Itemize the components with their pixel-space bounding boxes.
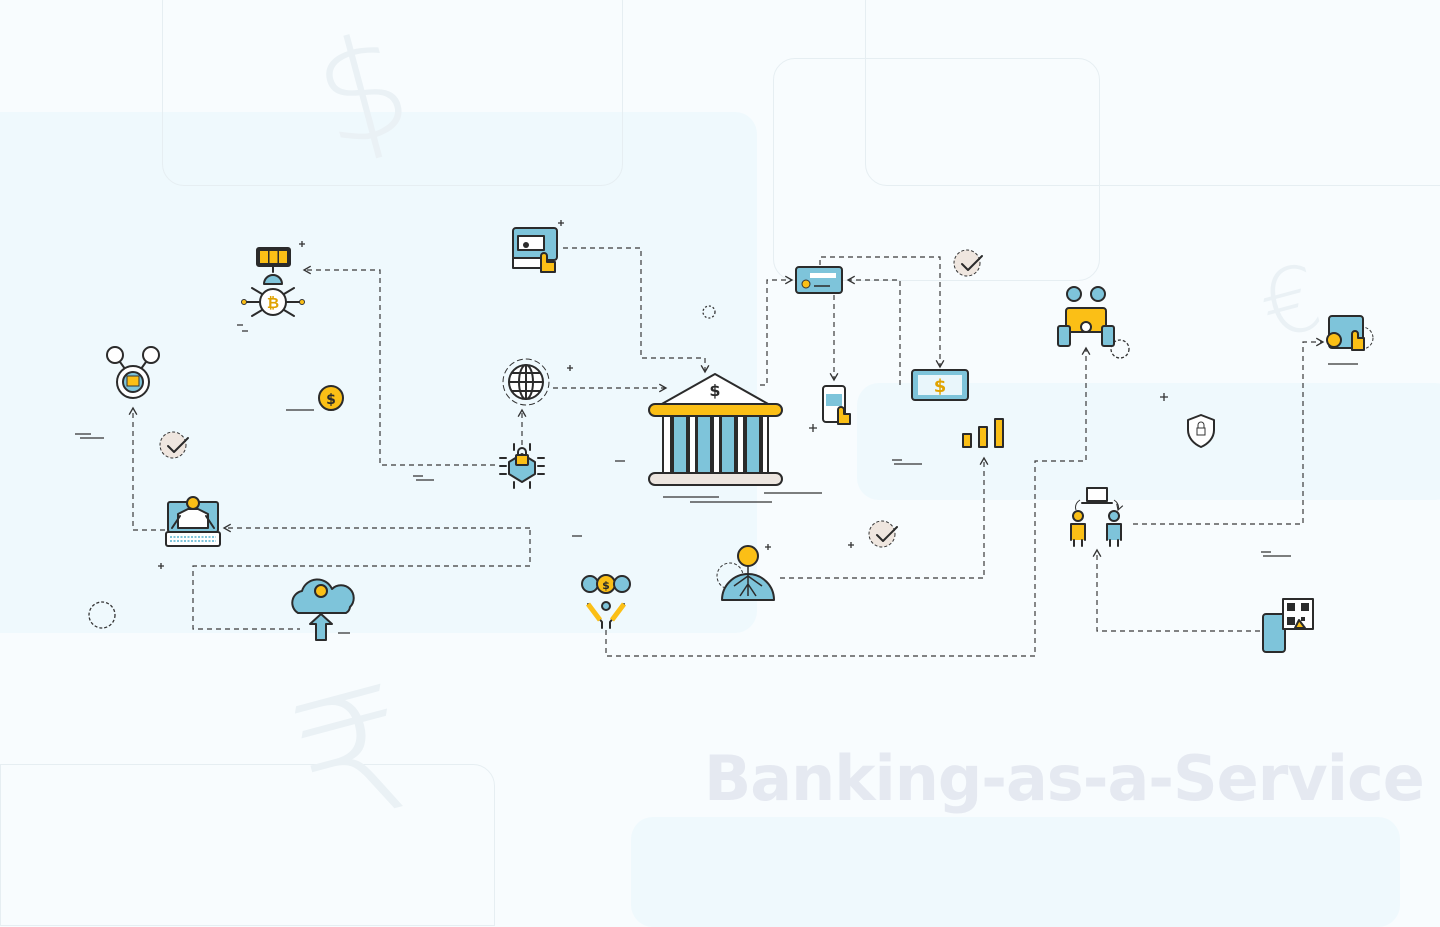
check-icon (159, 431, 189, 459)
credit-card-icon[interactable] (795, 266, 843, 294)
cash-bill-icon[interactable]: $ (911, 369, 969, 401)
globe-icon[interactable] (502, 358, 550, 406)
coin-dollar-symbol: $ (326, 392, 336, 408)
money-dollar-symbol: $ (602, 579, 610, 592)
laptop-gear-icon[interactable] (165, 496, 221, 547)
phone-qr-icon[interactable] (1262, 598, 1314, 653)
background-panel (857, 383, 1440, 500)
check-icon (953, 249, 983, 277)
baas-diagram: $ ₿ (75, 220, 1374, 657)
user-network-icon[interactable] (106, 346, 160, 399)
bitcoin-monitor-icon[interactable]: ₿ (241, 247, 305, 317)
cloud-upload-icon[interactable] (291, 578, 355, 641)
page-title: Banking-as-a-Service (704, 742, 1425, 815)
money-hands-icon[interactable]: $ (581, 574, 631, 629)
decorations (75, 220, 1358, 634)
background-frame (162, 0, 623, 186)
background-frame (773, 58, 1100, 281)
chip-lock-icon[interactable] (499, 443, 545, 489)
phone-payment-icon[interactable] (822, 385, 851, 425)
tablet-fingerprint-icon[interactable] (1326, 315, 1374, 351)
bank-dollar-symbol: $ (709, 381, 720, 400)
background-frame (865, 0, 1440, 186)
atm-card-hand-icon[interactable] (512, 227, 558, 273)
connectors (128, 247, 1325, 657)
bitcoin-symbol: ₿ (267, 294, 279, 312)
robot-icon[interactable] (1057, 286, 1115, 347)
bank-icon[interactable]: $ (648, 373, 783, 486)
ai-head-icon[interactable] (716, 545, 775, 601)
check-icon (868, 520, 898, 548)
shield-lock-icon[interactable] (1187, 414, 1215, 448)
coin-icon[interactable]: $ (318, 385, 344, 411)
bill-dollar-symbol: $ (934, 376, 947, 397)
people-transfer-icon[interactable] (1070, 487, 1121, 547)
bar-chart-icon[interactable] (962, 418, 1004, 448)
